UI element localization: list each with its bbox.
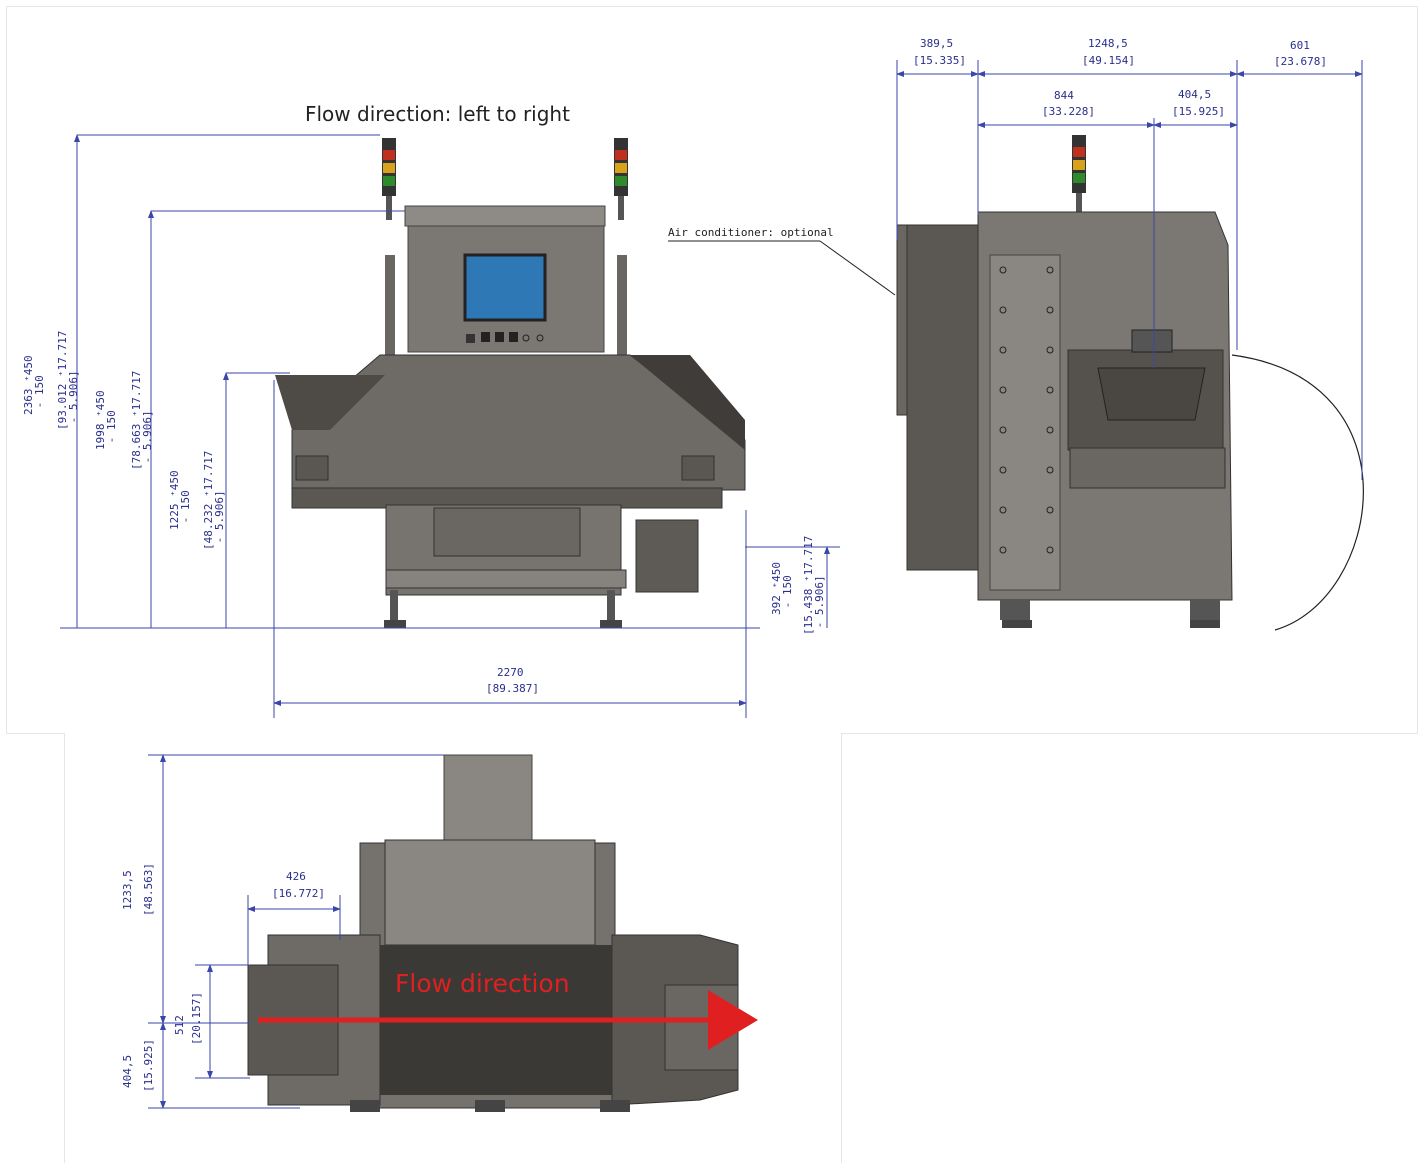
dim-side-1248: 1248,5 (1088, 37, 1128, 50)
dim-top-512: 512 (173, 1015, 186, 1035)
dim-width-in: [89.387] (486, 682, 539, 695)
signal-tower-side (1072, 135, 1086, 218)
dim-side-404-in: [15.925] (1172, 105, 1225, 118)
dim-side-389: 389,5 (920, 37, 953, 50)
dim-height-1998-in: [78.663 ⁺17.717 - 5.906] (130, 371, 154, 470)
air-conditioner-note: Air conditioner: optional (668, 226, 834, 239)
dim-side-601: 601 (1290, 39, 1310, 52)
dim-side-389-in: [15.335] (913, 54, 966, 67)
control-buttons (466, 332, 544, 343)
dim-top-1233-in: [48.563] (142, 863, 155, 916)
dim-height-total: 2363 ⁺450 - 150 (22, 355, 46, 415)
front-view-title: Flow direction: left to right (305, 102, 570, 126)
dim-height-392: 392 ⁺450 - 150 (770, 562, 794, 615)
dim-top-426: 426 (286, 870, 306, 883)
dim-width: 2270 (497, 666, 524, 679)
hmi-screen (463, 253, 547, 322)
dim-height-total-in: [93.012 ⁺17.717 - 5.906] (56, 331, 80, 430)
dim-height-1225-in: [48.232 ⁺17.717 - 5.906] (202, 451, 226, 550)
dim-top-512-in: [20.157] (190, 992, 203, 1045)
dim-height-1225: 1225 ⁺450 - 150 (168, 470, 192, 530)
dim-side-844-in: [33.228] (1042, 105, 1095, 118)
front-view: Flow direction: left to right (22, 102, 840, 718)
dim-top-404: 404,5 (121, 1055, 134, 1088)
side-view: Air conditioner: optional 389,5 [15.335]… (668, 37, 1364, 631)
dim-side-601-in: [23.678] (1274, 55, 1327, 68)
dim-height-392-in: [15.438 ⁺17.717 - 5.906] (802, 536, 826, 635)
dim-side-1248-in: [49.154] (1082, 54, 1135, 67)
dim-top-426-in: [16.772] (272, 887, 325, 900)
dim-height-1998: 1998 ⁺450 - 150 (94, 390, 118, 450)
signal-tower-left (382, 138, 396, 220)
dim-top-404-in: [15.925] (142, 1039, 155, 1092)
signal-tower-right (614, 138, 628, 220)
flow-direction-label: Flow direction (395, 969, 570, 998)
dim-side-844: 844 (1054, 89, 1074, 102)
top-view: Flow direction 426 [16.772] 1233,5 [48.5… (121, 754, 758, 1112)
dim-side-404: 404,5 (1178, 88, 1211, 101)
dim-top-1233: 1233,5 (121, 870, 134, 910)
